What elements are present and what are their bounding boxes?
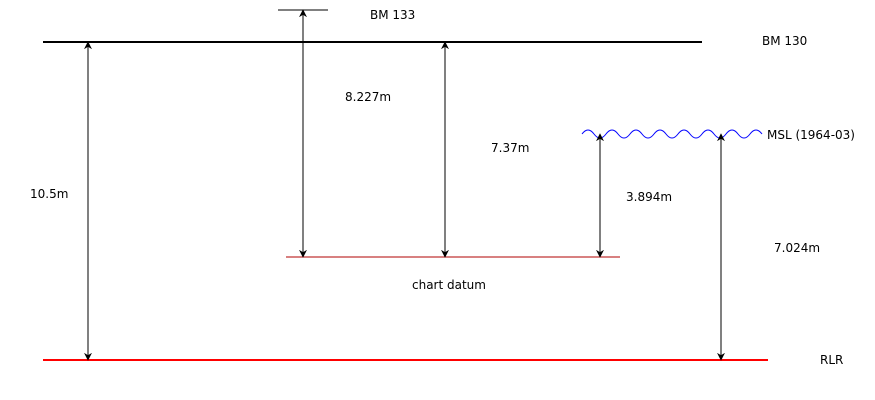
- msl-label: MSL (1964-03): [767, 128, 855, 142]
- bm133-label: BM 133: [370, 8, 416, 22]
- measurement-3-894m: 3.894m: [626, 190, 673, 204]
- measurement-10-5m: 10.5m: [30, 187, 69, 201]
- rlr-label: RLR: [820, 353, 844, 367]
- measurement-8-227m: 8.227m: [345, 90, 392, 104]
- measurement-7-37m: 7.37m: [491, 141, 530, 155]
- bm130-label: BM 130: [762, 34, 808, 48]
- measurement-7-024m: 7.024m: [774, 241, 821, 255]
- chart-datum-label: chart datum: [412, 278, 486, 292]
- msl-wave: [581, 129, 763, 139]
